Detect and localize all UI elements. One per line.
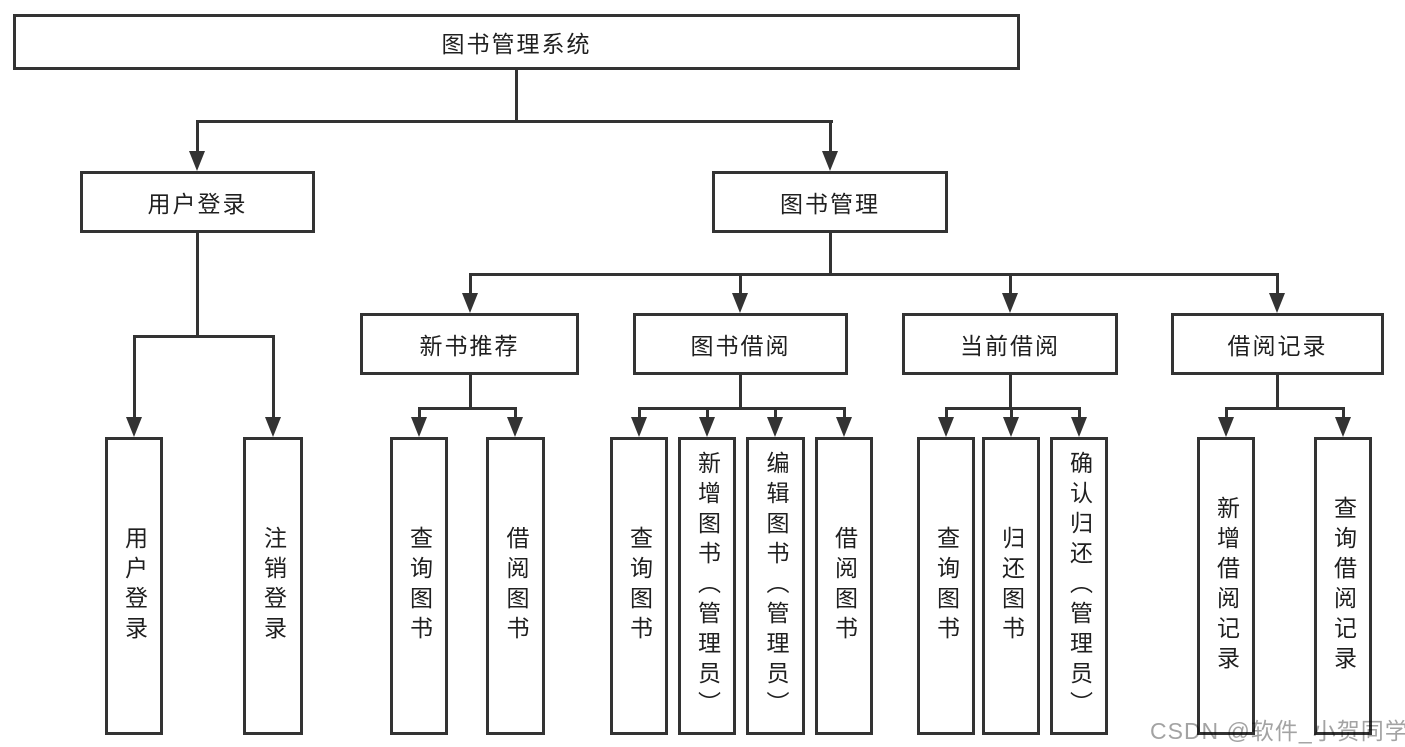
arrowhead-down-icon	[189, 151, 205, 171]
node-user-login-label: 用户登录	[147, 191, 248, 217]
leaf-label: 查询图书	[406, 526, 433, 646]
leaf-node-log-query-record: 查询借阅记录	[1314, 437, 1372, 735]
leaf-node-cur-confirm-return: 确认归还（管理员）	[1050, 437, 1108, 735]
connector-line	[1010, 407, 1013, 418]
leaf-node-rec-query-book: 查询图书	[390, 437, 448, 735]
connector-line	[739, 375, 742, 407]
connector-line	[469, 273, 472, 294]
leaf-label: 归还图书	[998, 526, 1025, 646]
connector-line	[418, 407, 421, 418]
leaf-node-user-login: 用户登录	[105, 437, 163, 735]
arrowhead-down-icon	[1002, 293, 1018, 313]
connector-line	[514, 407, 517, 418]
connector-line	[1225, 407, 1228, 418]
connector-line	[706, 407, 709, 418]
leaf-label: 查询借阅记录	[1330, 496, 1357, 676]
connector-line	[638, 407, 845, 410]
connector-line	[196, 233, 199, 335]
connector-line	[1276, 273, 1279, 294]
connector-line	[196, 120, 199, 153]
arrowhead-down-icon	[265, 417, 281, 437]
node-borrow-record-label: 借阅记录	[1227, 333, 1328, 359]
node-user-login: 用户登录	[80, 171, 315, 233]
connector-line	[133, 335, 274, 338]
node-book-borrow-label: 图书借阅	[690, 333, 791, 359]
node-current-borrow: 当前借阅	[902, 313, 1118, 375]
leaf-node-bor-add-book: 新增图书（管理员）	[678, 437, 736, 735]
node-root: 图书管理系统	[13, 14, 1020, 70]
node-new-book-rec-label: 新书推荐	[419, 333, 520, 359]
arrowhead-down-icon	[767, 417, 783, 437]
arrowhead-down-icon	[126, 417, 142, 437]
connector-line	[469, 273, 1279, 276]
connector-line	[133, 335, 136, 418]
leaf-label: 查询图书	[626, 526, 653, 646]
connector-line	[739, 273, 742, 294]
node-current-borrow-label: 当前借阅	[960, 333, 1060, 359]
arrowhead-down-icon	[1071, 417, 1087, 437]
arrowhead-down-icon	[822, 151, 838, 171]
leaf-label: 编辑图书（管理员）	[763, 451, 789, 721]
connector-line	[1009, 375, 1012, 407]
leaf-node-rec-borrow-book: 借阅图书	[486, 437, 545, 735]
leaf-node-cur-return-book: 归还图书	[982, 437, 1040, 735]
arrowhead-down-icon	[631, 417, 647, 437]
leaf-label: 新增图书（管理员）	[694, 451, 721, 721]
arrowhead-down-icon	[699, 417, 715, 437]
leaf-label: 注销登录	[260, 526, 287, 646]
leaf-node-bor-borrow-book: 借阅图书	[815, 437, 873, 735]
leaf-label: 新增借阅记录	[1213, 496, 1240, 676]
arrowhead-down-icon	[411, 417, 427, 437]
arrowhead-down-icon	[1218, 417, 1234, 437]
leaf-label: 确认归还（管理员）	[1066, 451, 1093, 721]
leaf-node-cur-query-book: 查询图书	[917, 437, 975, 735]
leaf-node-bor-query-book: 查询图书	[610, 437, 668, 735]
arrowhead-down-icon	[1335, 417, 1351, 437]
connector-line	[1225, 407, 1344, 410]
node-book-mgmt-label: 图书管理	[780, 191, 880, 217]
node-root-label: 图书管理系统	[441, 31, 592, 57]
arrowhead-down-icon	[507, 417, 523, 437]
arrowhead-down-icon	[938, 417, 954, 437]
connector-line	[945, 407, 948, 418]
connector-line	[1276, 375, 1279, 407]
connector-line	[196, 120, 833, 123]
connector-line	[843, 407, 846, 418]
connector-line	[1078, 407, 1081, 418]
leaf-label: 查询图书	[933, 526, 960, 646]
connector-line	[272, 335, 275, 418]
leaf-label: 用户登录	[121, 526, 148, 646]
arrowhead-down-icon	[1269, 293, 1285, 313]
node-book-mgmt: 图书管理	[712, 171, 948, 233]
connector-line	[829, 120, 832, 153]
leaf-label: 借阅图书	[503, 526, 529, 646]
node-book-borrow: 图书借阅	[633, 313, 848, 375]
leaf-node-log-add-record: 新增借阅记录	[1197, 437, 1255, 735]
connector-line	[1342, 407, 1345, 418]
csdn-watermark: CSDN @软件_小贺同学	[1150, 718, 1405, 744]
leaf-node-bor-edit-book: 编辑图书（管理员）	[746, 437, 805, 735]
node-new-book-rec: 新书推荐	[360, 313, 579, 375]
leaf-node-logout: 注销登录	[243, 437, 303, 735]
arrowhead-down-icon	[836, 417, 852, 437]
connector-line	[638, 407, 641, 418]
node-borrow-record: 借阅记录	[1171, 313, 1384, 375]
connector-line	[829, 233, 832, 273]
connector-line	[469, 375, 472, 407]
leaf-label: 借阅图书	[831, 526, 858, 646]
connector-line	[774, 407, 777, 418]
arrowhead-down-icon	[1003, 417, 1019, 437]
arrowhead-down-icon	[462, 293, 478, 313]
connector-line	[1009, 273, 1012, 294]
connector-line	[515, 68, 518, 120]
connector-line	[418, 407, 517, 410]
arrowhead-down-icon	[732, 293, 748, 313]
